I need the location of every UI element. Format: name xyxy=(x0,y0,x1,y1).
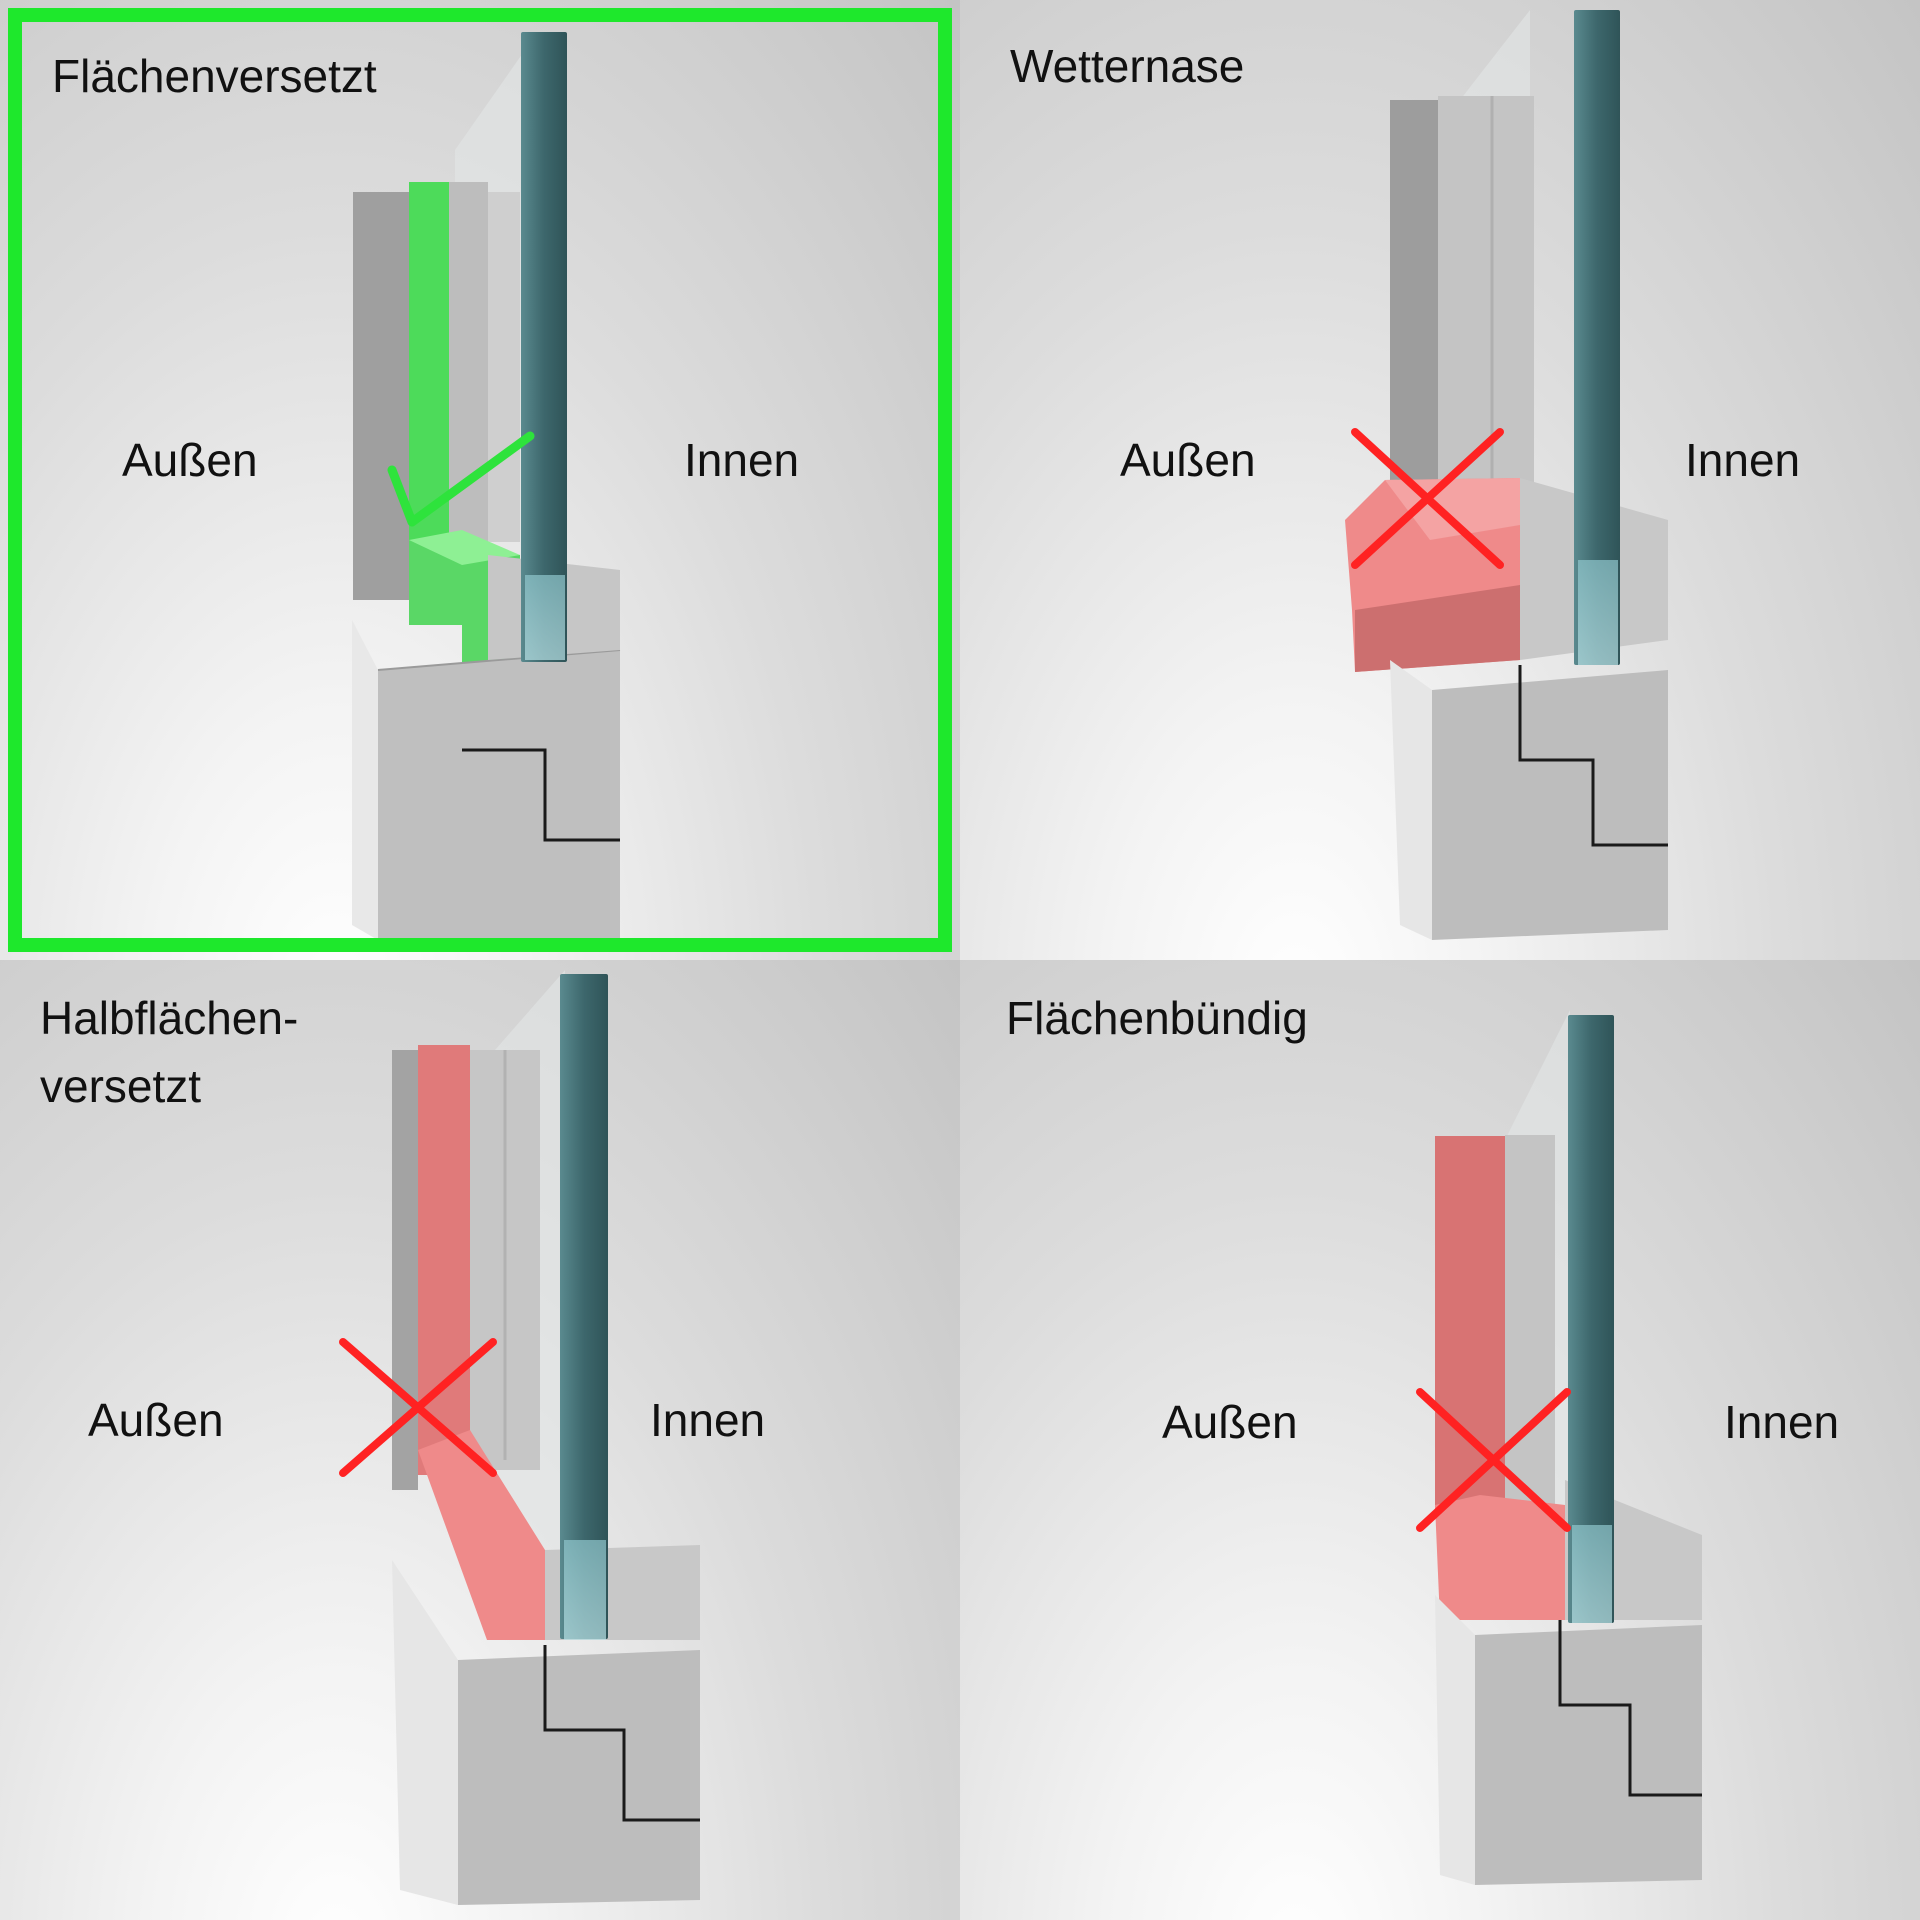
label-inside: Innen xyxy=(1724,1396,1840,1448)
glass-pane-bottom xyxy=(1578,560,1618,665)
panel-title: Flächenbündig xyxy=(1006,992,1308,1044)
glass-pane-bottom xyxy=(525,575,565,660)
label-inside: Innen xyxy=(650,1394,766,1446)
highlight-half-overlap-bottom xyxy=(418,1430,545,1640)
panel-title-line2: versetzt xyxy=(40,1060,202,1112)
panel-flaechenversetzt[interactable]: Flächenversetzt Außen Innen xyxy=(0,0,960,960)
glass-pane xyxy=(1574,10,1620,665)
label-outside: Außen xyxy=(122,434,258,486)
rebate-step-line xyxy=(462,748,620,842)
panel-title: Flächenversetzt xyxy=(52,50,377,102)
label-outside: Außen xyxy=(1162,1396,1298,1448)
highlight-flush-bottom xyxy=(1435,1495,1565,1620)
glass-pane xyxy=(560,974,608,1639)
highlight-weather-drip-front xyxy=(1355,585,1520,672)
glass-pane-bottom xyxy=(1572,1525,1612,1623)
label-outside: Außen xyxy=(88,1394,224,1446)
glass-pane xyxy=(1568,1015,1614,1623)
glass-pane-bottom xyxy=(564,1540,606,1640)
sash-outer-leg xyxy=(353,192,409,600)
frame-block xyxy=(458,1650,700,1905)
highlight-flush-vertical xyxy=(1435,1136,1505,1516)
label-inside: Innen xyxy=(684,434,800,486)
glass-pane xyxy=(521,32,567,662)
window-profile-cross-section xyxy=(392,970,700,1905)
rebate-step-line xyxy=(1518,665,1668,847)
sash-rebate xyxy=(488,192,520,542)
frame-block xyxy=(1475,1625,1702,1885)
panel-title-line1: Halbflächen- xyxy=(40,992,299,1044)
sash-inner-leg xyxy=(448,182,488,542)
frame-block xyxy=(1432,670,1668,940)
panel-wetternase[interactable]: Wetternase Außen Innen xyxy=(960,0,1920,960)
sash-inner-leg xyxy=(1438,96,1534,526)
panel-halbflaechenversetzt[interactable]: Halbflächen- versetzt Außen Innen xyxy=(0,960,960,1920)
frame-block-side xyxy=(1435,1595,1475,1885)
frame-block-side xyxy=(1390,660,1432,940)
frame-block-side xyxy=(352,620,378,940)
highlight-half-overlap-vertical xyxy=(418,1045,470,1475)
rebate-step-line xyxy=(1558,1620,1702,1797)
panel-title: Wetternase xyxy=(1010,40,1245,92)
label-outside: Außen xyxy=(1120,434,1256,486)
highlight-overlap-vertical xyxy=(409,182,449,552)
sash-outer-leg xyxy=(1390,100,1438,500)
sash-outer-leg xyxy=(392,1050,418,1490)
panel-flaechenbuendig[interactable]: Flächenbündig Außen Innen xyxy=(960,960,1920,1920)
label-inside: Innen xyxy=(1685,434,1801,486)
frame-block-side xyxy=(392,1560,458,1905)
rebate-step-line xyxy=(543,1645,700,1822)
frame-block xyxy=(378,650,620,940)
